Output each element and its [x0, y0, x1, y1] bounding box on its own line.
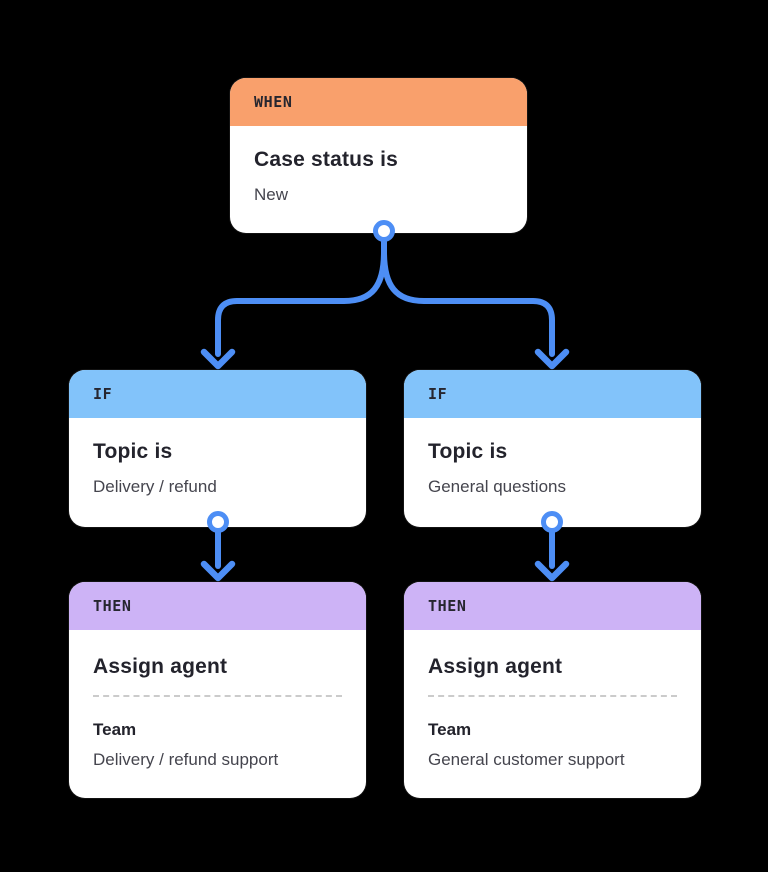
- node-type-label: THEN: [428, 597, 467, 615]
- divider: [428, 695, 677, 698]
- divider: [93, 695, 342, 698]
- node-type-label: IF: [93, 385, 113, 403]
- node-title: Topic is: [428, 440, 508, 463]
- connector-if-left-then: [200, 511, 236, 582]
- node-then-right-header: THEN: [404, 582, 701, 630]
- arrow-down-icon: [534, 348, 570, 370]
- node-if-left-header: IF: [69, 370, 366, 418]
- arrow-down-icon: [200, 348, 236, 370]
- arrow-down-icon: [200, 560, 236, 582]
- node-title: Topic is: [93, 440, 173, 463]
- node-title: Assign agent: [93, 655, 228, 678]
- connector-when-split: [200, 220, 570, 370]
- field-value: General customer support: [428, 750, 625, 770]
- node-type-label: WHEN: [254, 93, 293, 111]
- node-when-body: Case status is New: [230, 126, 527, 227]
- connector-port[interactable]: [541, 511, 563, 533]
- node-then-right[interactable]: THEN Assign agent Team General customer …: [404, 582, 701, 798]
- connector-if-right-then: [534, 511, 570, 582]
- node-type-label: IF: [428, 385, 448, 403]
- node-if-right-body: Topic is General questions: [404, 418, 701, 519]
- node-then-left[interactable]: THEN Assign agent Team Delivery / refund…: [69, 582, 366, 798]
- field-value: Delivery / refund support: [93, 750, 279, 770]
- connector-branch-right: [381, 249, 555, 357]
- node-then-left-body: Assign agent Team Delivery / refund supp…: [69, 630, 366, 795]
- node-value: New: [254, 185, 289, 205]
- node-then-right-body: Assign agent Team General customer suppo…: [404, 630, 701, 795]
- node-type-label: THEN: [93, 597, 132, 615]
- field-label: Team: [93, 720, 137, 740]
- node-if-right[interactable]: IF Topic is General questions: [404, 370, 701, 527]
- node-when-header: WHEN: [230, 78, 527, 126]
- connector-port[interactable]: [207, 511, 229, 533]
- node-title: Assign agent: [428, 655, 563, 678]
- node-value: General questions: [428, 477, 566, 497]
- node-if-left[interactable]: IF Topic is Delivery / refund: [69, 370, 366, 527]
- node-then-left-header: THEN: [69, 582, 366, 630]
- node-value: Delivery / refund: [93, 477, 217, 497]
- connector-port[interactable]: [373, 220, 395, 242]
- field-label: Team: [428, 720, 472, 740]
- connector-branch-left: [215, 249, 387, 357]
- arrow-down-icon: [534, 560, 570, 582]
- node-title: Case status is: [254, 148, 399, 171]
- node-if-right-header: IF: [404, 370, 701, 418]
- node-if-left-body: Topic is Delivery / refund: [69, 418, 366, 519]
- node-when[interactable]: WHEN Case status is New: [230, 78, 527, 233]
